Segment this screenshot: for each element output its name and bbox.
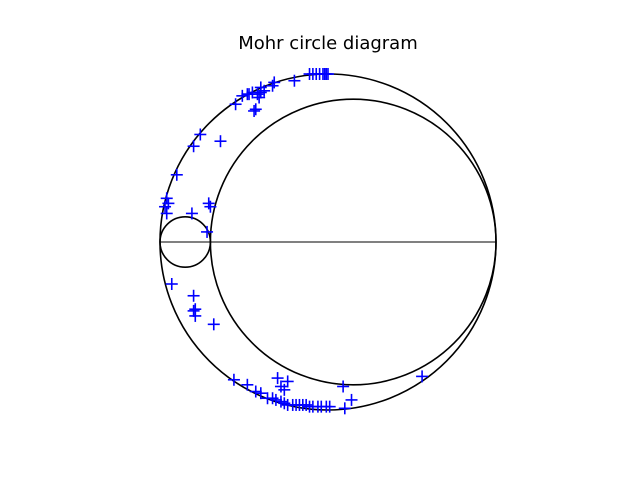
data-point-marker: [187, 304, 200, 317]
data-point-marker: [249, 103, 262, 116]
data-point-marker: [269, 393, 282, 406]
data-point-marker: [187, 140, 200, 153]
data-point-marker: [278, 397, 291, 410]
data-point-marker: [338, 402, 351, 415]
data-point-marker: [278, 383, 291, 396]
data-point-marker: [337, 380, 350, 393]
data-point-marker: [214, 135, 227, 148]
data-point-marker: [274, 380, 287, 393]
data-point-marker: [266, 79, 279, 92]
data-point-marker: [187, 289, 200, 302]
data-point-marker: [160, 192, 173, 205]
data-point-marker: [202, 197, 215, 210]
data-point-marker: [274, 395, 287, 408]
data-point-marker: [345, 393, 358, 406]
data-point-marker: [288, 74, 301, 87]
data-point-marker: [254, 387, 267, 400]
data-point-marker: [170, 168, 183, 181]
data-point-marker: [416, 370, 429, 383]
data-point-marker: [194, 128, 207, 141]
data-point-marker: [227, 373, 240, 386]
data-point-marker: [165, 278, 178, 290]
data-point-marker: [236, 89, 249, 102]
data-point-marker: [229, 98, 242, 111]
data-point-marker: [271, 372, 284, 385]
small-circle: [159, 216, 212, 269]
chart-title: Mohr circle diagram: [238, 33, 418, 54]
data-point-marker: [160, 207, 173, 220]
data-point-marker: [268, 76, 281, 89]
data-point-marker: [159, 200, 172, 213]
plot-area: [159, 68, 497, 415]
data-point-marker: [241, 88, 254, 101]
data-point-marker: [322, 68, 334, 80]
data-point-marker: [185, 207, 198, 220]
data-point-marker: [201, 225, 214, 238]
data-point-marker: [241, 378, 254, 391]
data-point-marker: [281, 375, 294, 388]
data-point-marker: [249, 385, 262, 398]
data-point-marker: [207, 318, 220, 331]
data-point-marker: [323, 400, 336, 413]
data-point-marker: [248, 104, 261, 117]
data-point-marker: [258, 84, 271, 97]
data-point-marker: [246, 86, 259, 99]
data-point-marker: [253, 91, 266, 104]
data-point-marker: [189, 309, 202, 322]
